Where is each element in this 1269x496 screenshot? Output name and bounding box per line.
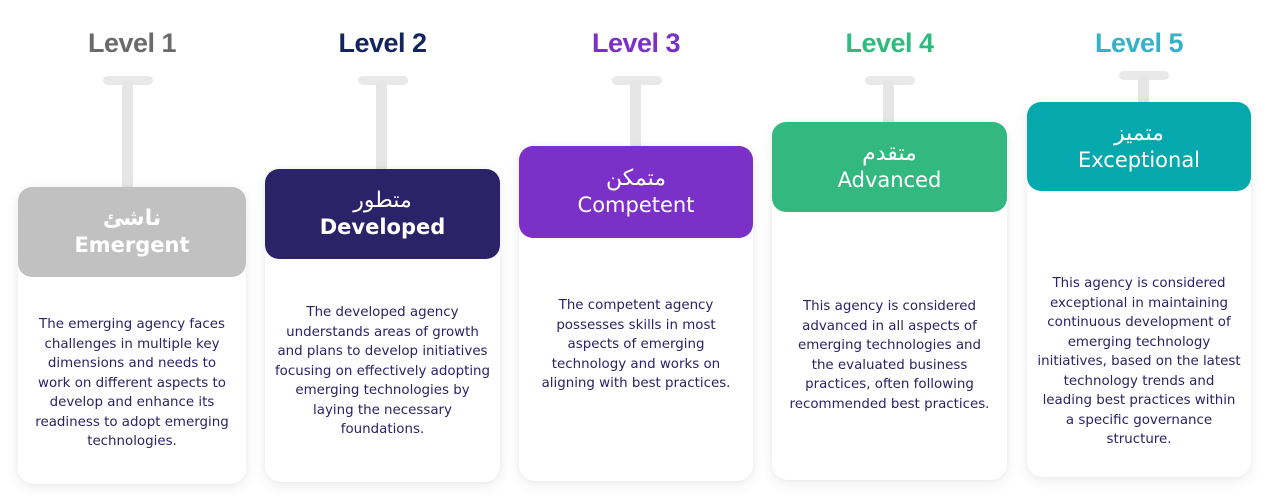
level-1-header: ناشئ Emergent	[18, 187, 246, 277]
level-2-header: متطور Developed	[265, 169, 500, 259]
level-2-description: The developed agency understands areas o…	[274, 305, 491, 437]
level-5-column: Level 5 متميز Exceptional This agency is…	[1027, 0, 1251, 496]
level-3-english-name: Competent	[577, 193, 695, 217]
level-3-title: Level 3	[591, 28, 681, 58]
level-5-description: This agency is considered exceptional in…	[1037, 276, 1241, 447]
level-2-arabic-name: متطور	[353, 188, 412, 213]
level-4-column: Level 4 متقدم Advanced This agency is co…	[772, 0, 1007, 496]
level-2-column: Level 2 متطور Developed The developed ag…	[265, 0, 500, 496]
level-1-card: ناشئ Emergent The emerging agency faces …	[18, 187, 246, 484]
level-2-title: Level 2	[338, 28, 427, 58]
level-5-card: متميز Exceptional This agency is conside…	[1027, 102, 1251, 477]
level-2-card: متطور Developed The developed agency und…	[265, 169, 500, 482]
level-5-header: متميز Exceptional	[1027, 102, 1251, 191]
level-4-description: This agency is considered advanced in al…	[789, 299, 990, 412]
level-3-column: Level 3 متمكن Competent The competent ag…	[519, 0, 753, 496]
level-2-stem	[376, 80, 387, 172]
level-1-english-name: Emergent	[74, 233, 190, 257]
level-1-arabic-name: ناشئ	[102, 206, 162, 231]
level-1-title: Level 1	[87, 28, 177, 58]
level-1-column: Level 1 ناشئ Emergent The emerging agenc…	[18, 0, 246, 496]
level-1-stem	[122, 80, 133, 190]
level-4-stem	[883, 80, 894, 124]
level-4-card: متقدم Advanced This agency is considered…	[772, 122, 1007, 480]
level-3-card: متمكن Competent The competent agency pos…	[519, 146, 753, 481]
level-3-description: The competent agency possesses skills in…	[541, 298, 731, 391]
level-3-header: متمكن Competent	[519, 146, 753, 238]
level-5-stem	[1138, 75, 1149, 104]
level-4-arabic-name: متقدم	[862, 141, 917, 166]
level-5-arabic-name: متميز	[1114, 120, 1164, 146]
level-4-title: Level 4	[845, 28, 934, 58]
level-1-description: The emerging agency faces challenges in …	[35, 317, 229, 449]
level-5-english-name: Exceptional	[1077, 147, 1201, 172]
level-3-stem	[630, 80, 641, 148]
level-3-arabic-name: متمكن	[605, 166, 667, 191]
level-5-title: Level 5	[1094, 28, 1184, 58]
level-2-english-name: Developed	[319, 215, 446, 239]
level-4-header: متقدم Advanced	[772, 122, 1007, 212]
level-4-english-name: Advanced	[837, 168, 942, 192]
